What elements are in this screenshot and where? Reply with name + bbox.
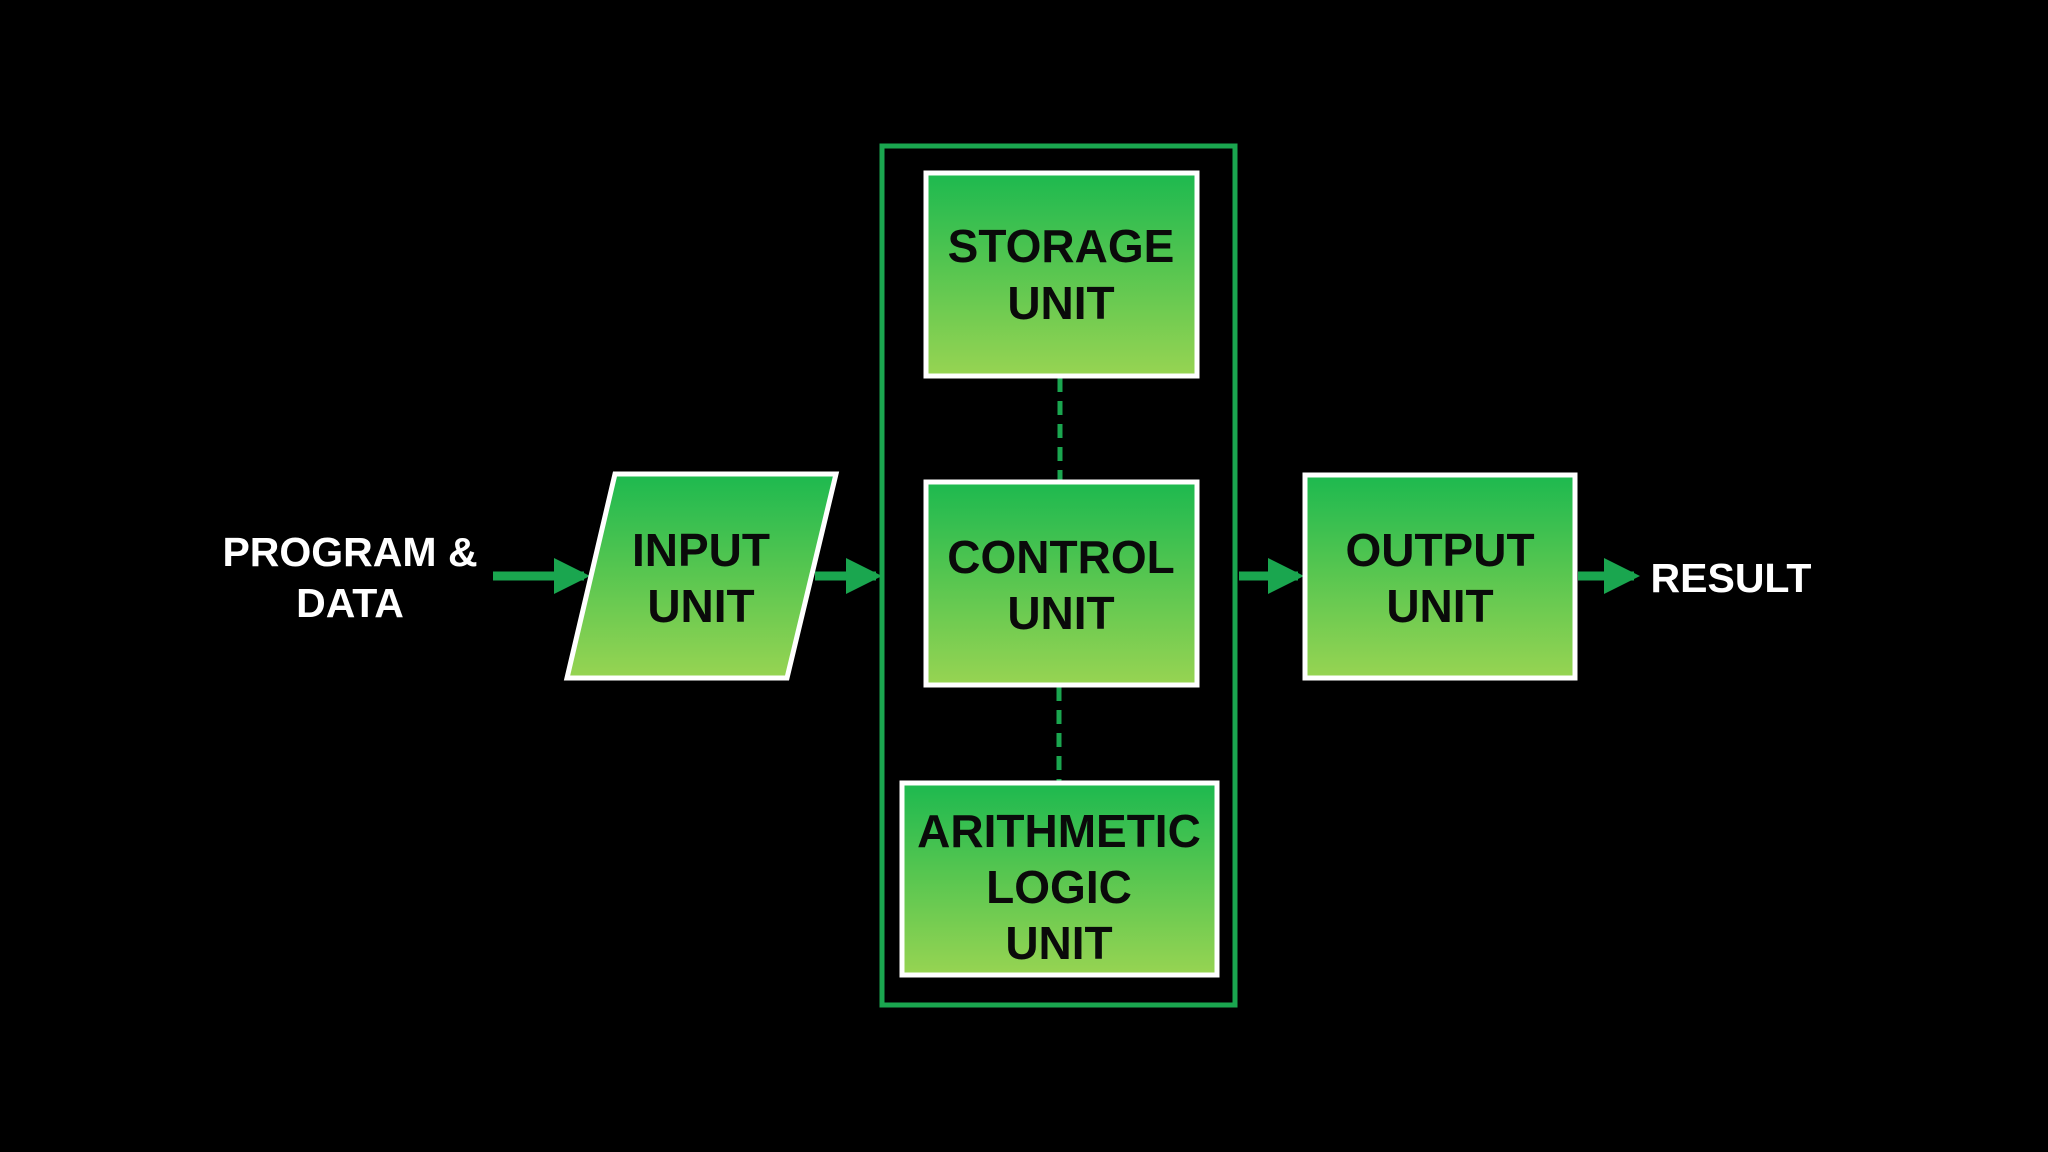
alu-block: ARITHMETIC LOGIC UNIT (899, 780, 1220, 978)
control-unit-box (923, 479, 1200, 688)
alu-box (899, 780, 1220, 978)
input-unit-label: INPUT (632, 524, 770, 576)
input-source-label-line2: DATA (296, 580, 404, 626)
cpu-frame (879, 143, 1238, 1008)
alu-label: ARITHMETIC (917, 805, 1201, 857)
output-unit-label: OUTPUT (1345, 524, 1534, 576)
output-unit-label-line2: UNIT (1386, 580, 1493, 632)
input-unit-block: INPUT UNIT (563, 471, 840, 681)
result-label: RESULT (1651, 555, 1812, 601)
control-unit-block: CONTROL UNIT (923, 479, 1200, 688)
output-unit-box (1302, 472, 1578, 681)
input-source-label: PROGRAM & (222, 529, 477, 575)
control-unit-label: CONTROL (947, 531, 1174, 583)
storage-unit-block: STORAGE UNIT (923, 170, 1200, 379)
alu-label-line3: UNIT (1005, 917, 1112, 969)
storage-unit-box (923, 170, 1200, 379)
alu-label-line2: LOGIC (986, 861, 1132, 913)
output-unit-block: OUTPUT UNIT (1302, 472, 1578, 681)
storage-unit-label-line2: UNIT (1007, 277, 1114, 329)
input-unit-label-line2: UNIT (647, 580, 754, 632)
input-unit-shape (563, 471, 840, 681)
control-unit-label-line2: UNIT (1007, 587, 1114, 639)
storage-unit-label: STORAGE (948, 220, 1175, 272)
